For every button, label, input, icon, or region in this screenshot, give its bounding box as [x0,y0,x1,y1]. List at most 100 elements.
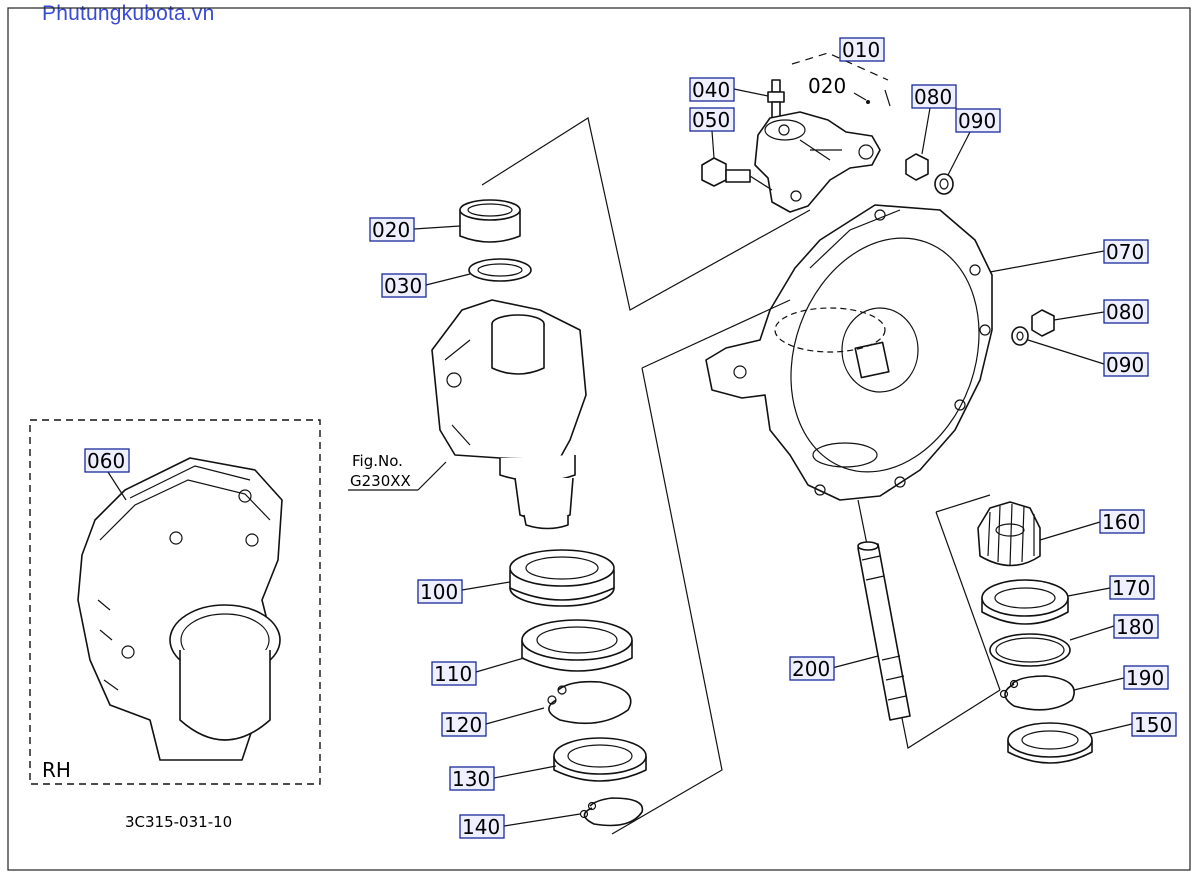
leader-160 [1039,521,1101,541]
leader-060 [107,471,127,501]
part-180-shim[interactable] [989,633,1071,667]
part-150-oil-seal[interactable] [1007,722,1093,764]
part-040-grease-nipple[interactable] [767,79,785,121]
callout-090b-box [1103,352,1149,377]
assembly-link-mid [641,299,791,369]
fig-ref-line2: G230XX [350,472,411,490]
callout-140-box [459,814,505,839]
callout-080b[interactable]: 080 [1106,300,1144,324]
leader-150 [1089,723,1133,735]
kingpin-housing-ref[interactable] [431,299,587,530]
assembly-bracket-right-side [935,511,1001,691]
part-130-bearing[interactable] [553,737,647,782]
leader-200 [831,655,879,669]
assembly-bracket-upper [481,117,811,311]
leader-110 [475,657,525,673]
leader-190 [1073,677,1125,691]
callout-010-box [839,37,885,62]
leader-020 [413,225,461,230]
callout-100-box [417,579,463,604]
callout-190-box [1123,665,1169,690]
callout-170[interactable]: 170 [1112,576,1150,600]
leader-120 [485,707,545,725]
callout-060[interactable]: 060 [87,449,125,473]
leader-100 [461,581,511,591]
callout-070[interactable]: 070 [1106,240,1144,264]
leader-080a [921,107,931,155]
callout-040-box [689,77,735,102]
part-050-bolt[interactable] [701,157,751,187]
part-100-bearing[interactable] [509,549,615,607]
bracket-010-tick [884,89,891,107]
leader-180 [1069,625,1115,641]
part-200-shaft[interactable] [857,541,911,721]
callout-110[interactable]: 110 [434,662,472,686]
callout-130-box [449,766,495,791]
callout-170-box [1109,575,1155,600]
callout-020[interactable]: 020 [372,218,410,242]
callout-180[interactable]: 180 [1116,615,1154,639]
callout-200-box [789,656,835,681]
callout-040[interactable]: 040 [692,78,730,102]
callout-150[interactable]: 150 [1134,713,1172,737]
callout-130[interactable]: 130 [452,767,490,791]
callout-080b-box [1103,299,1149,324]
assembly-bracket-right-top [935,494,991,513]
part-020-steering-arm[interactable] [754,111,881,213]
part-120-circlip[interactable] [547,680,632,725]
rh-detail-frame [29,419,321,785]
assembly-bracket-lower [611,367,723,835]
leader-140 [503,813,581,827]
part-020-bushing[interactable] [459,199,521,243]
leader-070 [989,250,1105,273]
part-090-washer-lower[interactable] [1011,326,1029,346]
callout-090a[interactable]: 090 [958,109,996,133]
leader-050-b [749,175,773,191]
callout-050[interactable]: 050 [692,108,730,132]
fig-ref-line1: Fig.No. [352,452,403,470]
callout-090b[interactable]: 090 [1106,353,1144,377]
callout-190[interactable]: 190 [1126,666,1164,690]
part-190-circlip[interactable] [999,675,1075,711]
callout-200[interactable]: 200 [792,657,830,681]
callout-050-box [689,107,735,132]
callout-020-box [369,217,415,242]
leader-fig-ref [417,461,447,491]
callout-140[interactable]: 140 [462,815,500,839]
part-070-gear-case[interactable] [705,204,1011,501]
part-140-circlip[interactable] [579,797,644,827]
callout-180-box [1113,614,1159,639]
part-170-bearing[interactable] [981,579,1069,625]
callout-030-box [381,273,427,298]
leader-040 [733,88,769,97]
part-060-case-rh[interactable] [77,457,283,761]
leader-090b [1027,339,1105,365]
leader-080b [1053,311,1105,321]
leader-030 [425,273,471,286]
callout-030[interactable]: 030 [384,274,422,298]
callout-150-box [1131,712,1177,737]
part-160-bevel-pinion[interactable] [977,501,1041,567]
callout-060-box [84,448,130,473]
part-030-oil-seal[interactable] [468,258,532,282]
rh-label: RH [42,758,71,782]
callout-090a-box [955,108,1001,133]
drawing-border [7,7,1191,871]
callout-120[interactable]: 120 [444,713,482,737]
callout-010[interactable]: 010 [842,38,880,62]
callout-160[interactable]: 160 [1102,510,1140,534]
part-080-bolt-upper[interactable] [905,153,929,181]
callout-080a[interactable]: 080 [914,85,952,109]
leader-130 [493,765,557,779]
callout-100[interactable]: 100 [420,580,458,604]
part-090-washer-upper[interactable] [934,173,954,195]
leader-090a [947,131,971,176]
callout-020-plain[interactable]: 020 [808,74,846,98]
callout-160-box [1099,509,1145,534]
part-110-bearing[interactable] [521,619,633,672]
callout-080a-box [911,84,957,109]
leader-020-plain [853,92,867,101]
drawing-code: 3C315-031-10 [125,813,232,831]
part-080-bolt-lower[interactable] [1031,309,1055,337]
